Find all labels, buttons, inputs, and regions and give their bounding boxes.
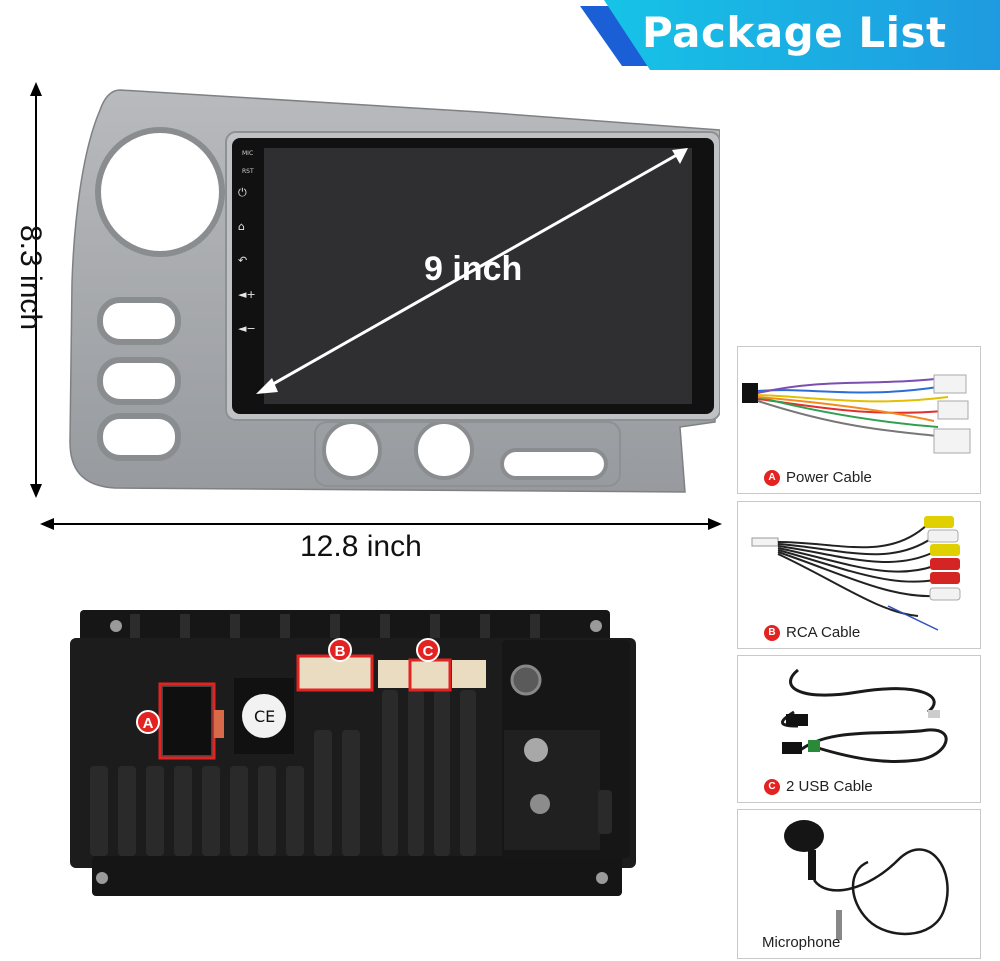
screen-size-label: 9 inch: [424, 250, 523, 288]
package-item-microphone: Microphone: [737, 809, 981, 959]
home-icon[interactable]: ⌂: [238, 220, 245, 233]
rear-panel: CE A B C: [70, 610, 636, 900]
package-item-usb-cable: C 2 USB Cable: [737, 655, 981, 803]
item-marker-b: B: [764, 625, 780, 641]
item-label-rca-cable: RCA Cable: [786, 624, 861, 641]
package-item-power-cable: A Power Cable: [737, 346, 981, 494]
item-label-power-cable: Power Cable: [786, 469, 872, 486]
item-label-usb-cable: 2 USB Cable: [786, 778, 873, 795]
marker-b: B: [328, 638, 352, 662]
volume-down-icon[interactable]: ◄−: [238, 322, 256, 335]
item-marker-a: A: [764, 470, 780, 486]
power-icon[interactable]: ⏻: [238, 186, 247, 199]
back-icon[interactable]: ↶: [238, 254, 248, 267]
volume-up-icon[interactable]: ◄+: [238, 288, 256, 301]
marker-c: C: [416, 638, 440, 662]
power-cable-image: [742, 374, 971, 454]
microphone-image: [784, 820, 949, 940]
marker-a: A: [136, 710, 160, 734]
package-list-banner: Package List: [580, 0, 1000, 70]
rst-label: RST: [242, 168, 254, 175]
svg-text:CE: CE: [254, 707, 275, 726]
item-marker-c: C: [764, 779, 780, 795]
width-dimension-arrow: [40, 512, 722, 542]
usb-cable-image: [781, 668, 948, 763]
package-item-rca-cable: B RCA Cable: [737, 501, 981, 649]
item-label-microphone: Microphone: [762, 934, 841, 951]
head-unit-frame: MIC RST ⏻ ⌂ ↶ ◄+ ◄−: [60, 82, 721, 502]
height-dimension-label: 8.3 inch: [14, 225, 47, 331]
mic-label: MIC: [242, 150, 254, 157]
rca-cable-image: [751, 516, 961, 631]
banner-shape: [580, 0, 1000, 70]
width-dimension-label: 12.8 inch: [300, 530, 422, 563]
banner-title: Package List: [642, 8, 947, 57]
height-dimension-arrow: [14, 82, 60, 498]
